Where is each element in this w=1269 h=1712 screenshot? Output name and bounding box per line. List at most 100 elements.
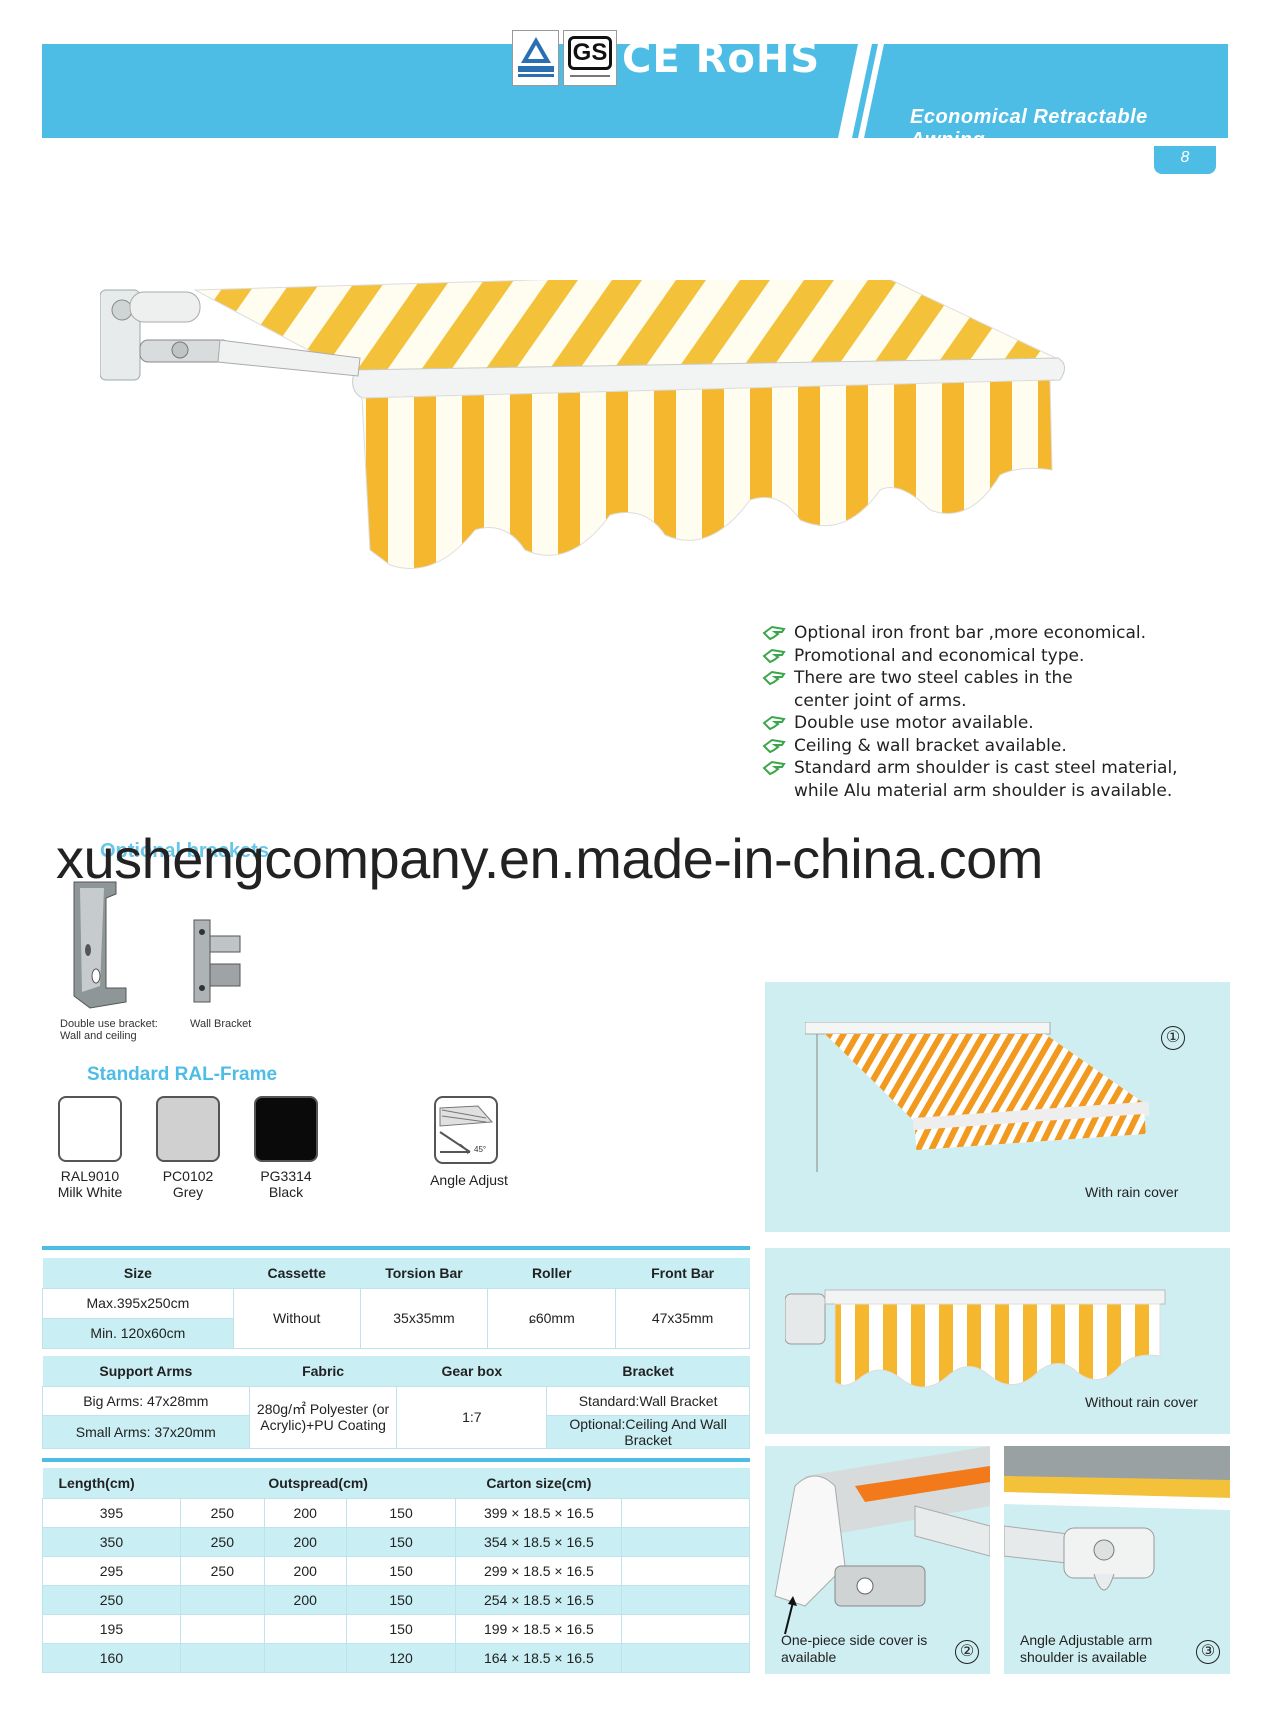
photo-caption: Angle Adjustable arm shoulder is availab… [1020,1632,1153,1665]
size-min-cell: Min. 120x60cm [42,1317,234,1349]
feature-item: Ceiling & wall bracket available. [762,735,1202,758]
swatch-grey [156,1096,220,1162]
table-cell: 150 [345,1613,457,1644]
tuv-certification-logo [512,30,559,86]
table-cell: 299 × 18.5 × 16.5 [455,1555,623,1586]
table-header: Carton size(cm) [455,1468,622,1498]
table-cell-empty [621,1613,750,1644]
pointing-hand-icon [762,738,786,753]
photo-arm-shoulder: Angle Adjustable arm shoulder is availab… [1004,1446,1230,1674]
table-cell: 200 [263,1526,347,1557]
spec-table-arms: Support Arms Fabric Gear box Bracket Big… [42,1356,750,1449]
table-cell: 399 × 18.5 × 16.5 [455,1497,623,1528]
photo-with-rain-cover: ① With rain cover [765,982,1230,1232]
pointing-hand-icon [762,648,786,663]
roller-cell: ɕ60mm [487,1287,617,1349]
spec-table-size: Size Cassette Torsion Bar Roller Front B… [42,1258,750,1349]
table-header: Gear box [396,1356,547,1386]
table-divider [42,1246,750,1250]
wall-bracket-caption: Wall Bracket [190,1018,252,1030]
small-arms-cell: Small Arms: 37x20mm [42,1414,250,1449]
page-number-tab: 8 [1154,146,1216,174]
table-cell: 250 [179,1497,265,1528]
feature-item: Promotional and economical type. [762,645,1202,668]
swatch-milk-white [58,1096,122,1162]
table-header: Size [42,1258,234,1288]
wall-bracket-image [193,919,241,1003]
table-cell: 350 [42,1526,181,1557]
table-cell: 150 [345,1555,457,1586]
table-cell: 250 [179,1555,265,1586]
side-cover-detail-image [774,1446,990,1607]
gear-box-cell: 1:7 [396,1385,548,1449]
awning-hero-image [100,280,1065,569]
table-cell: 199 × 18.5 × 16.5 [455,1613,623,1644]
pointing-hand-icon [762,625,786,641]
table-header: Roller [487,1258,616,1288]
table-cell [179,1584,265,1615]
table-cell [179,1613,265,1644]
feature-item: Standard arm shoulder is cast steel mate… [762,757,1182,802]
table-cell-empty [621,1497,750,1528]
photo-without-rain-cover: Without rain cover [765,1248,1230,1434]
feature-item: There are two steel cables in the center… [762,667,1102,712]
photo-number-badge: ② [955,1640,979,1664]
feature-item: Double use motor available. [762,712,1202,735]
watermark: xushengcompany.en.made-in-china.com [56,827,1043,890]
table-cell: 250 [42,1584,181,1615]
pointing-hand-icon [762,760,786,776]
angle-value-label: 45° [474,1145,486,1154]
gs-certification-logo: GS [563,30,617,86]
table-divider [42,1458,750,1462]
ral-frame-title: Standard RAL-Frame [87,1064,278,1085]
awning-with-rain-cover-image [805,1022,1150,1172]
header-banner: Economical Retractable Awning [42,44,1228,151]
photo-caption: One-piece side cover is available [781,1632,928,1665]
photo-caption: Without rain cover [1085,1394,1198,1410]
table-cell: 200 [263,1584,347,1615]
page-title: Economical Retractable Awning [910,106,1148,151]
table-header: Front Bar [615,1258,750,1288]
table-header: Support Arms [42,1356,250,1386]
table-header: Torsion Bar [360,1258,488,1288]
table-cell: 160 [42,1642,181,1673]
cassette-cell: Without [232,1287,361,1349]
table-header: Outspread(cm) [180,1468,456,1498]
table-cell-empty [621,1584,750,1615]
page-number: 8 [1180,149,1190,166]
table-header: Bracket [546,1356,750,1386]
feature-list: Optional iron front bar ,more economical… [762,622,1202,802]
double-use-bracket-caption: Double use bracket: Wall and ceiling [60,1018,158,1042]
bracket-standard-cell: Standard:Wall Bracket [546,1385,750,1416]
table-cell-empty [621,1642,750,1673]
torsion-bar-cell: 35x35mm [359,1287,489,1349]
awning-without-rain-cover-image [785,1289,1166,1388]
angle-adjust-icon: 45° [434,1096,498,1164]
pointing-hand-icon [762,715,786,731]
table-header: Fabric [249,1356,397,1386]
table-cell: 150 [345,1584,457,1615]
table-header: Cassette [233,1258,361,1288]
fabric-cell: 280g/㎡ Polyester (or Acrylic)+PU Coating [248,1385,398,1449]
table-cell: 195 [42,1613,181,1644]
table-cell-empty [621,1555,750,1586]
arm-shoulder-detail-image [1004,1446,1230,1591]
feature-item: Optional iron front bar ,more economical… [762,622,1202,645]
table-cell: 254 × 18.5 × 16.5 [455,1584,623,1615]
photo-number-badge: ③ [1196,1640,1220,1664]
table-cell: 150 [345,1526,457,1557]
table-cell [263,1613,347,1644]
double-use-bracket-image [73,881,127,1009]
arrow-up-icon [784,1596,797,1635]
big-arms-cell: Big Arms: 47x28mm [42,1385,250,1416]
table-cell: 120 [345,1642,457,1673]
photo-number-badge: ① [1161,1026,1185,1050]
photo-side-cover: One-piece side cover is available ② [765,1446,990,1674]
